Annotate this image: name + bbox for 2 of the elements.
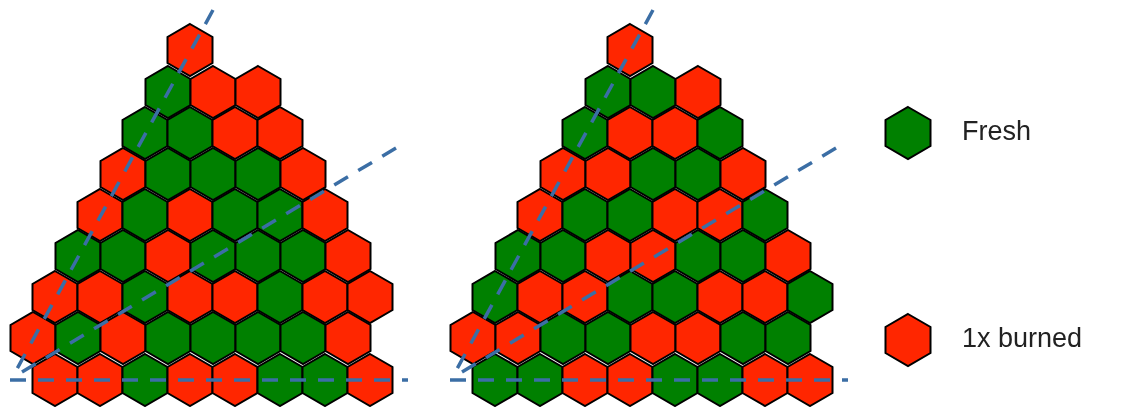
legend-label: 1x burned <box>962 323 1083 354</box>
legend-label: Fresh <box>962 116 1032 147</box>
